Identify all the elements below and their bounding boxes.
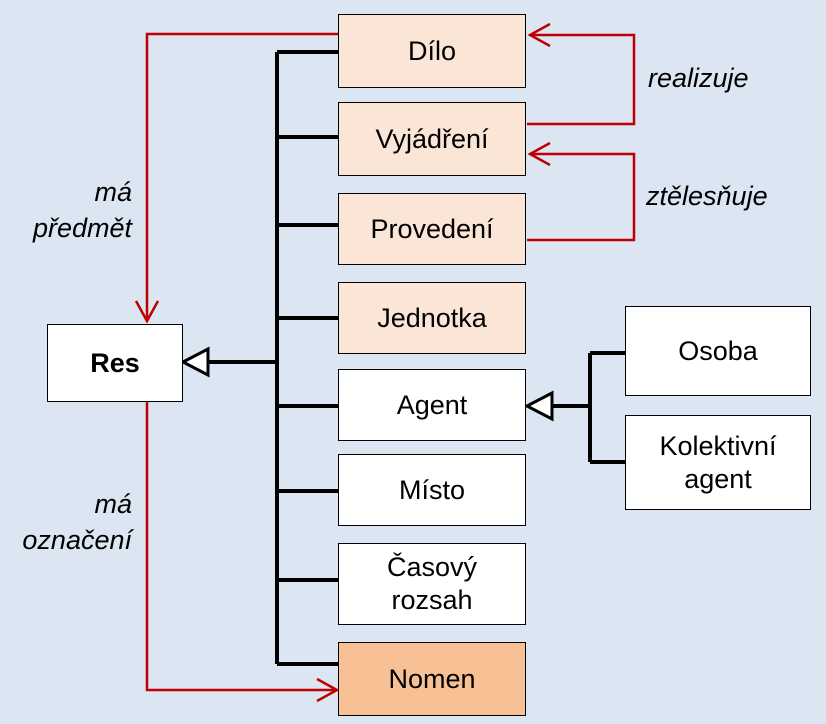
entity-nomen: Nomen <box>338 642 526 716</box>
label-ztelesnuje: ztělesňuje <box>646 181 768 211</box>
hierarchy-agent-subclasses <box>552 351 625 464</box>
entity-agent: Agent <box>338 369 526 441</box>
arrowhead-ma-oznaceni <box>316 677 340 703</box>
line-ma-oznaceni <box>145 402 337 692</box>
line-ma-predmet <box>145 32 338 321</box>
arrowhead-realizuje <box>527 22 551 48</box>
entity-kolektivni-agent: Kolektivní agent <box>625 415 811 510</box>
entity-dilo: Dílo <box>338 14 526 88</box>
entity-res: Res <box>47 324 183 402</box>
entity-misto: Místo <box>338 454 526 526</box>
generalization-arrowhead-res <box>179 346 210 378</box>
entity-osoba: Osoba <box>625 306 811 396</box>
generalization-arrowhead-agent <box>523 390 554 422</box>
label-ma-oznaceni: má označení <box>22 489 132 555</box>
hierarchy-res-subclasses <box>208 50 338 666</box>
entity-provedeni: Provedení <box>338 193 526 265</box>
arrowhead-ma-predmet <box>134 300 160 324</box>
entity-casovy-rozsah: Časový rozsah <box>338 543 526 625</box>
line-realizuje <box>527 33 636 126</box>
label-ma-predmet: má předmět <box>32 177 132 243</box>
arrowhead-ztelesnuje <box>527 141 551 167</box>
relation-lines <box>134 22 636 703</box>
entity-vyjadreni: Vyjádření <box>338 102 526 176</box>
entity-jednotka: Jednotka <box>338 282 526 354</box>
label-realizuje: realizuje <box>648 63 749 93</box>
line-ztelesnuje <box>527 152 636 242</box>
